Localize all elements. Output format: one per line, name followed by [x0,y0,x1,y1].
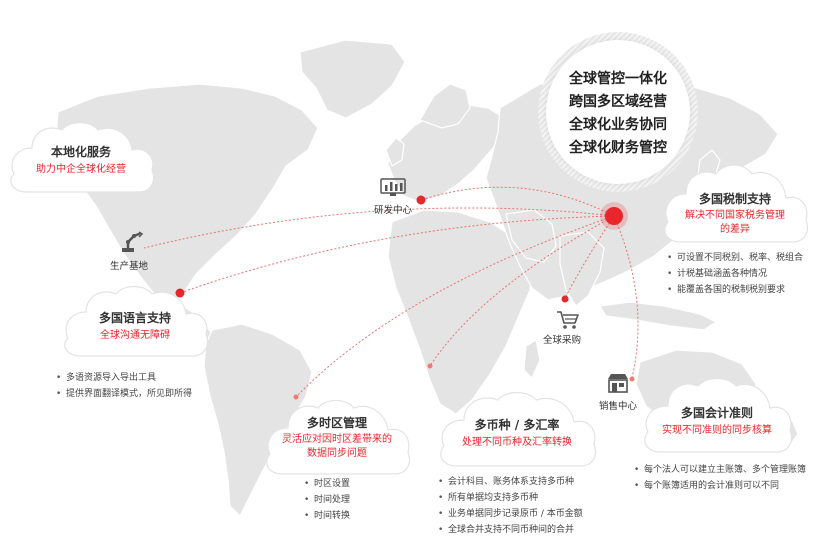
card-tax: 多国税制支持 解决不同国家税务管理 的差异 [660,160,810,244]
dot-south-america [293,394,299,400]
hub-circle [546,40,690,184]
dot-sales [629,376,635,382]
card-title: 多国会计准则 [680,406,753,420]
hub-line: 全球管控一体化 [569,71,667,87]
card-subtitle-line1: 灵活应对因时区差带来的 [282,434,392,445]
card-localization: 本地化服务 助力中企全球化经营 [6,118,156,194]
arc-to-americas [179,215,615,294]
hub-line: 跨国多区域经营 [569,94,667,110]
card-subtitle: 助力中企全球化经营 [36,164,126,175]
list-item: 计税基础涵盖各种情况 [667,266,803,282]
card-subtitle: 处理不同币种及汇率转换 [462,437,572,448]
arc-to-rd [420,186,615,217]
card-timezone: 多时区管理 灵活应对因时区差带来的 数据同步问题 [262,396,412,476]
list-item: 每个账簿适用的会计准则可以不同 [634,478,806,494]
card-accounting: 多国会计准则 实现不同准则的同步核算 [640,374,794,454]
south-america-shape [203,323,313,518]
card-language: 多国语言支持 全球沟通无障碍 [60,282,210,358]
dot-africa [427,363,433,369]
currency-feature-list: 会计科目、账务体系支持多币种 所有单据均支持多币种 业务单据同步记录原币 / 本… [438,474,583,538]
factory-robot-arm-icon [122,231,144,252]
card-title: 本地化服务 [50,145,111,159]
list-item: 可设置不同税别、税率、税组合 [667,250,803,266]
cloud-shape [10,121,155,193]
card-subtitle-line2: 的差异 [720,224,750,235]
list-item: 多语资源导入导出工具 [56,370,192,386]
card-title: 多时区管理 [306,416,367,430]
arc-to-south-america [295,215,615,398]
location-label-purchasing: 全球采购 [543,335,582,346]
list-item: 时间转换 [304,508,350,524]
language-feature-list: 多语资源导入导出工具 提供界面翻译模式，所见即所得 [56,370,192,402]
arc-to-production [143,207,615,249]
location-label-rd: 研发中心 [374,205,413,216]
list-item: 提供界面翻译模式，所见即所得 [56,386,192,402]
cloud-shape [266,399,411,475]
india-shape [559,231,605,307]
hub-line: 全球化财务管控 [569,140,667,156]
arc-to-sales [613,215,639,379]
list-item: 所有单据均支持多币种 [438,490,583,506]
arabia-shape [505,209,557,263]
card-title: 多币种 / 多汇率 [474,418,560,432]
cloud-shape [644,377,793,453]
cloud-shape [664,164,809,243]
hub-line: 全球化业务协同 [569,117,667,133]
indonesia-shape [599,301,718,331]
card-subtitle: 实现不同准则的同步核算 [662,425,772,436]
hub-dot [605,207,623,225]
location-label-production: 生产基地 [110,261,149,272]
madagascar-shape [523,339,541,380]
cloud-shape [64,285,209,357]
location-dots [175,195,635,400]
monitor-chart-icon [380,178,406,196]
north-america-shape [55,83,319,305]
card-title: 多国语言支持 [98,311,171,325]
card-title: 多国税制支持 [698,192,771,206]
accounting-feature-list: 每个法人可以建立主账簿、多个管理账簿 每个账簿适用的会计准则可以不同 [634,462,806,494]
list-item: 时间处理 [304,492,350,508]
tax-feature-list: 可设置不同税别、税率、税组合 计税基础涵盖各种情况 能覆盖各国的税制税别要求 [667,250,803,298]
card-currency: 多币种 / 多汇率 处理不同币种及汇率转换 [436,388,598,468]
scandinavia-shape [419,83,471,129]
location-label-sales: 销售中心 [599,401,638,412]
list-item: 能覆盖各国的税制税别要求 [667,282,803,298]
uk-shape [385,137,405,167]
storefront-icon [608,374,628,393]
card-subtitle-line2: 数据同步问题 [307,448,367,459]
list-item: 全球合并支持不同币种间的合并 [438,522,583,538]
africa-shape [387,209,535,415]
list-item: 时区设置 [304,476,350,492]
arc-to-africa [429,215,615,367]
list-item: 会计科目、账务体系支持多币种 [438,474,583,490]
dot-purchasing [561,295,569,303]
card-subtitle: 全球沟通无障碍 [100,330,170,341]
connection-lines [143,186,639,398]
hub-text: 全球管控一体化 跨国多区域经营 全球化业务协同 全球化财务管控 [546,68,690,160]
shopping-cart-icon [557,311,579,329]
cloud-shape [440,391,597,467]
card-subtitle-line1: 解决不同国家税务管理 [685,210,785,221]
list-item: 业务单据同步记录原币 / 本币金额 [438,506,583,522]
greenland-shape [299,39,406,119]
list-item: 每个法人可以建立主账簿、多个管理账簿 [634,462,806,478]
timezone-feature-list: 时区设置 时间处理 时间转换 [304,476,350,524]
dot-rd [416,195,426,205]
dot-americas [175,288,185,298]
